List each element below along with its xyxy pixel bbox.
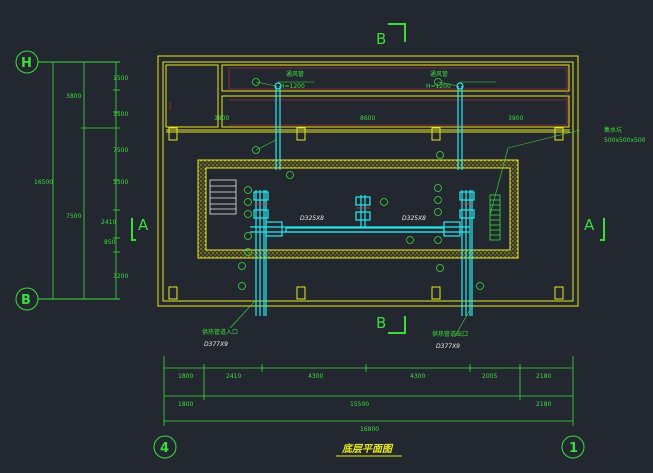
left-dim-outer-1: 3800 [66,93,81,100]
section-mark-right: A [584,216,595,234]
bottom-dim-r1-4: 4300 [410,373,425,380]
bottom-dim-r2-1: 1800 [178,401,193,408]
left-dim-inner-7: 3200 [113,273,128,280]
bottom-dim-total: 16800 [360,426,379,433]
vent-right-height: H=1200 [426,83,451,90]
top-dim-3: 3900 [508,115,523,122]
bottom-dimension-text: 1800 2410 4300 4300 2005 2180 1800 15500… [178,373,551,433]
red-lines [169,67,568,126]
axis-label-4: 4 [160,441,169,456]
bottom-dim-r2-3: 2180 [536,401,551,408]
vent-right-label: 通风管 [430,70,448,78]
leader-lines [229,81,581,337]
sump-pit [489,194,501,241]
left-dim-inner-6: 850 [104,239,116,246]
left-dim-inner-1: 1500 [113,75,128,82]
vent-left-label: 通风管 [286,70,304,78]
axis-label-b: B [21,293,31,308]
sump-size: 500x500x500 [604,137,646,144]
top-dimensions: 3900 8600 3900 [214,115,523,122]
left-dim-inner-3: 7500 [113,147,128,154]
pipe-inlet-label: 供热管道入口 [202,328,238,336]
left-dim-outer-2: 7500 [66,213,81,220]
section-mark-top: B [376,30,386,48]
bottom-dim-r1-3: 4300 [308,373,323,380]
bottom-dim-r2-2: 15500 [350,401,369,408]
bottom-dim-r1-1: 1800 [178,373,193,380]
bottom-dim-r1-6: 2180 [536,373,551,380]
stairs [209,179,237,215]
vent-left-height: H=1200 [280,83,305,90]
section-marks [131,23,605,334]
left-dim-inner-5: 2410 [101,219,116,226]
pipe-mid-right: D325X8 [402,215,426,222]
left-dimension-lines [50,61,120,300]
pipe-outlet-label: 供热管道出口 [432,330,468,338]
top-dim-2: 8600 [360,115,375,122]
section-mark-bottom: B [376,314,386,332]
pipe-inlet-diameter: D377X9 [204,341,228,348]
callout-bubbles [238,78,484,290]
left-dim-total: 16500 [34,179,53,186]
bottom-dim-r1-2: 2410 [226,373,241,380]
building-outline [157,55,579,307]
left-dim-inner-2: 1500 [113,111,128,118]
pipe-flanges [254,203,474,209]
section-mark-left: A [138,216,149,234]
pipe-outlet-diameter: D377X9 [436,343,460,350]
drawing-title: 底层平面图 [341,443,394,455]
left-dimension-text: 16500 3800 7500 1500 1500 7500 1500 2410… [34,75,128,280]
sump-label: 集水坑 [604,126,622,134]
bottom-dim-r1-5: 2005 [482,373,497,380]
pipes [250,82,475,316]
top-dim-1: 3900 [214,115,229,122]
axis-label-1: 1 [569,441,578,456]
pipe-mid-left: D325X8 [300,215,324,222]
axis-label-h: H [21,56,32,71]
drawing-labels: 通风管 H=1200 通风管 H=1200 集水坑 500x500x500 D3… [202,70,646,350]
bottom-dimension-lines [163,356,574,426]
left-dim-inner-4: 1500 [113,179,128,186]
